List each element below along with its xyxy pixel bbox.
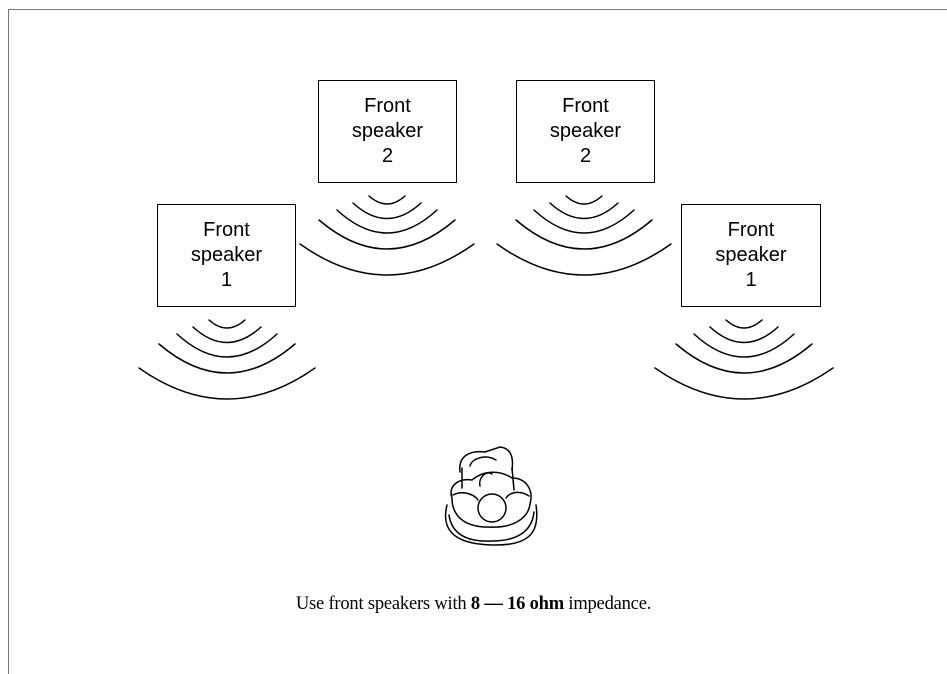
front-speaker-1-left: Front speaker 1 bbox=[157, 204, 296, 307]
speaker-label-line1: Front bbox=[727, 219, 775, 241]
front-speaker-2-right: Front speaker 2 bbox=[516, 80, 655, 183]
caption-prefix: Use front speakers with bbox=[295, 594, 471, 614]
speaker-label-line2: speaker bbox=[715, 244, 787, 266]
front-speaker-2-left: Front speaker 2 bbox=[318, 80, 457, 183]
sound-wave-icon-front-right-2 bbox=[496, 195, 672, 276]
sound-wave-icon-front-right-1 bbox=[654, 319, 834, 400]
speaker-label-number: 2 bbox=[579, 145, 592, 167]
speaker-label-line2: speaker bbox=[190, 244, 263, 266]
speaker-label-line1: Front bbox=[562, 95, 609, 117]
frame-border-left bbox=[8, 9, 9, 674]
speaker-label-line1: Front bbox=[364, 95, 411, 117]
front-speaker-1-right: Front speaker 1 bbox=[681, 204, 821, 307]
speaker-label-number: 2 bbox=[381, 145, 394, 167]
sound-wave-icon-front-left-1 bbox=[138, 319, 316, 400]
frame-border-top bbox=[8, 9, 947, 10]
speaker-label-number: 1 bbox=[745, 269, 757, 291]
speaker-label-line1: Front bbox=[203, 219, 250, 241]
speaker-label-line2: speaker bbox=[351, 120, 424, 142]
caption-suffix: impedance. bbox=[563, 594, 652, 614]
speaker-label-number: 1 bbox=[220, 269, 233, 291]
listener-in-armchair-icon bbox=[444, 446, 538, 546]
speaker-label-line2: speaker bbox=[549, 120, 622, 142]
impedance-caption: Use front speakers with 8 — 16 ohm imped… bbox=[0, 594, 947, 615]
sound-wave-icon-front-left-2 bbox=[299, 195, 475, 276]
caption-impedance-range: 8 — 16 ohm bbox=[470, 594, 564, 614]
